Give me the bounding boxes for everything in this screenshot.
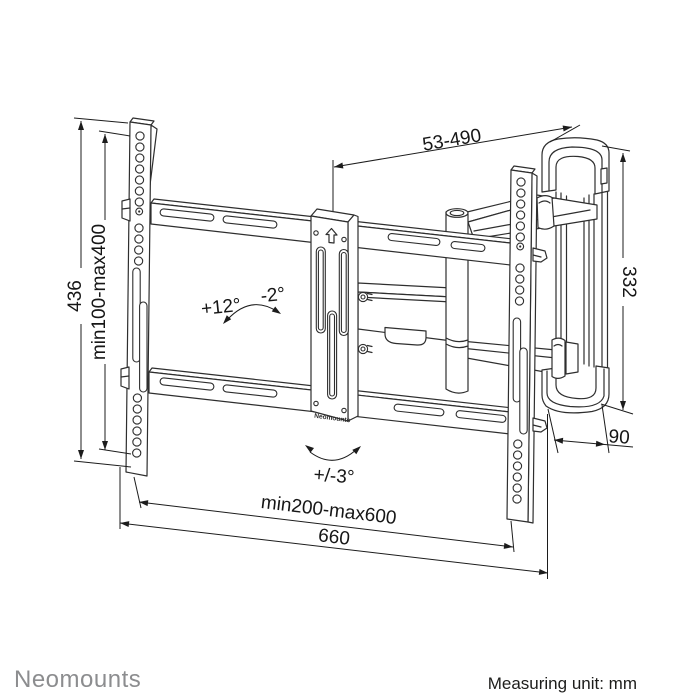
swivel-label: +/-3° — [313, 465, 355, 489]
upper-arm-hinge-knuckle — [536, 195, 555, 230]
dimension-line — [138, 501, 514, 548]
arrowhead — [271, 306, 281, 314]
top-cap-outline — [541, 137, 610, 195]
wall-plate-top-cap — [541, 137, 610, 195]
brand-logo: Neomounts — [14, 666, 142, 693]
dim-depth-range-label: 53-490 — [421, 125, 483, 155]
left-bracket-mounting-holes — [132, 131, 145, 458]
plate-side-face — [347, 214, 359, 422]
arrowhead — [595, 440, 605, 447]
dim-bracket-height-label: 436 — [65, 280, 86, 312]
dimension-wall-plate-width: 90 — [547, 404, 634, 454]
up-arrow-icon — [325, 227, 338, 244]
top-rail-slots — [159, 208, 486, 253]
dimension-line — [333, 126, 573, 168]
plate-fixing-bolts — [357, 291, 373, 355]
arrowhead — [538, 569, 548, 575]
vesa-adapter-plate: Neomounts — [310, 208, 373, 425]
lower-hinge-block — [565, 341, 579, 375]
bottom-cap-inner-line — [546, 368, 605, 408]
wall-plate-channel-lines — [555, 190, 609, 397]
tilt-up-label: +12° — [200, 295, 242, 320]
arrowhead — [620, 401, 626, 410]
arm-box-lip-line — [357, 296, 453, 303]
right-rail-end-tabs — [532, 247, 548, 433]
extension-line — [510, 520, 515, 553]
arrowhead — [139, 500, 149, 507]
arrowhead — [120, 521, 130, 527]
lower-hinge-knuckle — [551, 337, 566, 379]
extension-line — [98, 130, 131, 137]
lower-arm-wall-hinge — [551, 337, 579, 379]
right-bracket-mounting-holes — [512, 177, 526, 504]
dim-wall-plate-width-label: 90 — [608, 426, 631, 448]
arm-box-bottom-tab — [384, 326, 427, 346]
tilt-down-label: -2° — [260, 284, 287, 307]
arrowhead — [554, 437, 564, 444]
dimension-wall-plate-height: 332 — [600, 145, 639, 415]
dimension-bracket-height: 436 — [65, 117, 132, 468]
dim-wall-plate-height-label: 332 — [618, 266, 639, 298]
measuring-unit-note: Measuring unit: mm — [487, 674, 637, 693]
extension-line — [600, 403, 634, 415]
swivel-arc — [309, 448, 358, 461]
arrowhead — [102, 134, 108, 143]
plate-brand-label: Neomounts — [314, 413, 351, 425]
left-bracket-slots — [132, 267, 148, 393]
dimension-vesa-height: min100-max400 — [89, 130, 132, 455]
left-tv-bracket — [125, 117, 158, 477]
bottom-cap-outline — [541, 365, 610, 414]
lower-arm-front-box — [357, 282, 453, 346]
plate-screw-holes — [313, 230, 347, 414]
extension-line — [73, 117, 129, 124]
dimension-total-width: 660 — [119, 414, 549, 579]
top-cap-side-notch — [600, 167, 608, 185]
dim-vesa-height-label: min100-max400 — [89, 224, 110, 360]
extension-line — [601, 145, 631, 152]
dim-total-width-label: 660 — [317, 525, 351, 550]
extension-line — [133, 476, 142, 509]
right-tv-bracket — [506, 165, 538, 524]
right-bracket-slots — [512, 317, 528, 435]
arrowhead — [305, 445, 314, 453]
wall-plate-bottom-cap — [541, 365, 610, 414]
arrowhead — [503, 542, 513, 549]
arrowhead — [352, 446, 361, 455]
arrowhead — [78, 450, 84, 459]
extension-line — [549, 124, 581, 143]
arrowhead — [334, 162, 344, 169]
arrowhead — [562, 125, 572, 132]
dim-vesa-width-label: min200-max600 — [260, 492, 398, 529]
bottom-rail-slots — [159, 377, 507, 423]
swivel-angle-annotation: +/-3° — [305, 445, 361, 488]
post-joint-bands — [445, 337, 469, 349]
dimension-line — [119, 522, 549, 574]
left-rail-end-tabs — [120, 198, 131, 390]
extension-line — [547, 408, 559, 454]
extension-line — [98, 448, 132, 455]
top-cap-inner-line — [548, 146, 603, 193]
tilt-angle-annotation: +12° -2° — [200, 284, 286, 324]
arrowhead — [78, 121, 84, 130]
arrowhead — [102, 441, 108, 450]
dimension-line — [553, 439, 634, 448]
lower-hinge-knuckle-line — [553, 343, 563, 347]
plate-vesa-slots — [315, 246, 349, 400]
arrowhead — [223, 315, 232, 324]
upper-arm-knuckle-line — [538, 200, 551, 204]
arrowhead — [620, 153, 626, 162]
extension-line — [73, 460, 132, 468]
post-top-bore — [449, 209, 465, 217]
